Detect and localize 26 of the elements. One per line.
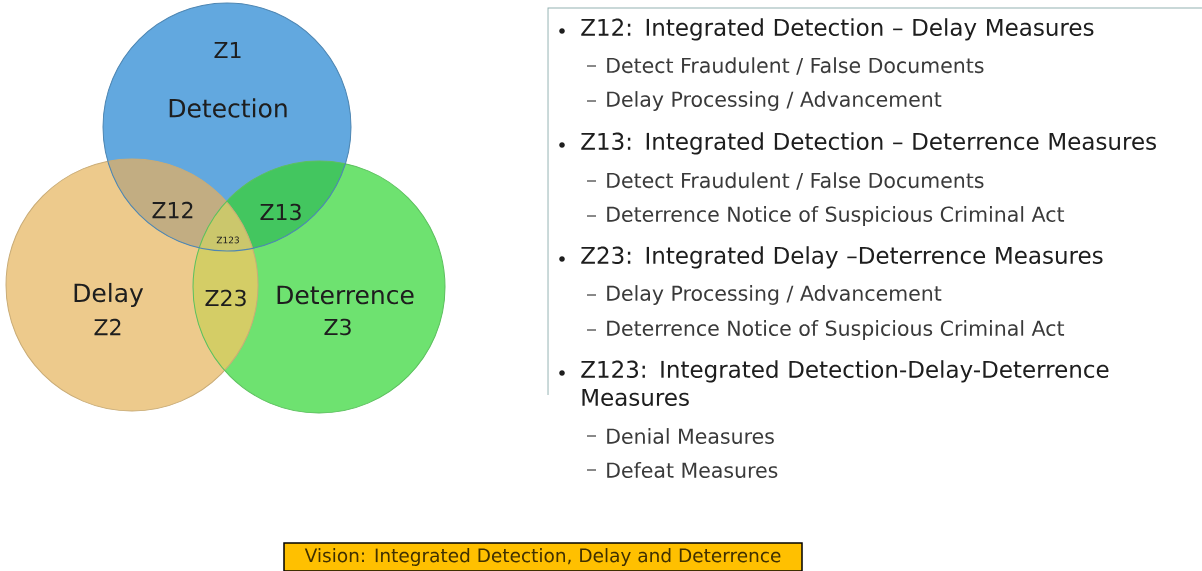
region-label: Z23	[205, 289, 246, 307]
list-item: Denial Measures	[607, 428, 774, 444]
list-heading: Z23: Integrated Delay –Deterrence Measures	[581, 246, 1103, 269]
list-heading: Z13: Integrated Detection – Deterrence Measures	[581, 132, 1156, 155]
list-item: Deterrence Notice of Suspicious Criminal Act	[607, 320, 1065, 340]
list-item: Detect Fraudulent / False Documents	[607, 57, 984, 75]
region-label: Z13	[260, 203, 301, 221]
list-item: Delay Processing / Advancement	[607, 285, 942, 305]
list-item: Delay Processing / Advancement	[607, 91, 942, 111]
circle-label: Z2	[94, 318, 121, 336]
venn-circle	[5, 158, 259, 412]
list-heading: Z12: Integrated Detection – Delay Measures	[581, 18, 1094, 41]
circle-label: Z1	[214, 42, 241, 58]
list-item: Deterrence Notice of Suspicious Criminal Act	[607, 206, 1065, 226]
list-item: Detect Fraudulent / False Documents	[607, 172, 984, 190]
vision-box: Vision: Integrated Detection, Delay and Deterrence	[283, 542, 803, 571]
venn-circle	[102, 2, 352, 252]
circle-label: Delay	[74, 282, 144, 308]
circle-label: Detection	[169, 98, 287, 118]
circle-label: Z3	[324, 318, 351, 336]
region-label: Z12	[152, 201, 193, 219]
list-heading: Z123: Integrated Detection-Delay-Deterrence Measures	[581, 360, 1109, 406]
circle-label: Deterrence	[277, 285, 414, 305]
venn-circle	[192, 160, 446, 414]
region-label: Z123	[216, 236, 239, 244]
list-item: Defeat Measures	[607, 462, 778, 478]
